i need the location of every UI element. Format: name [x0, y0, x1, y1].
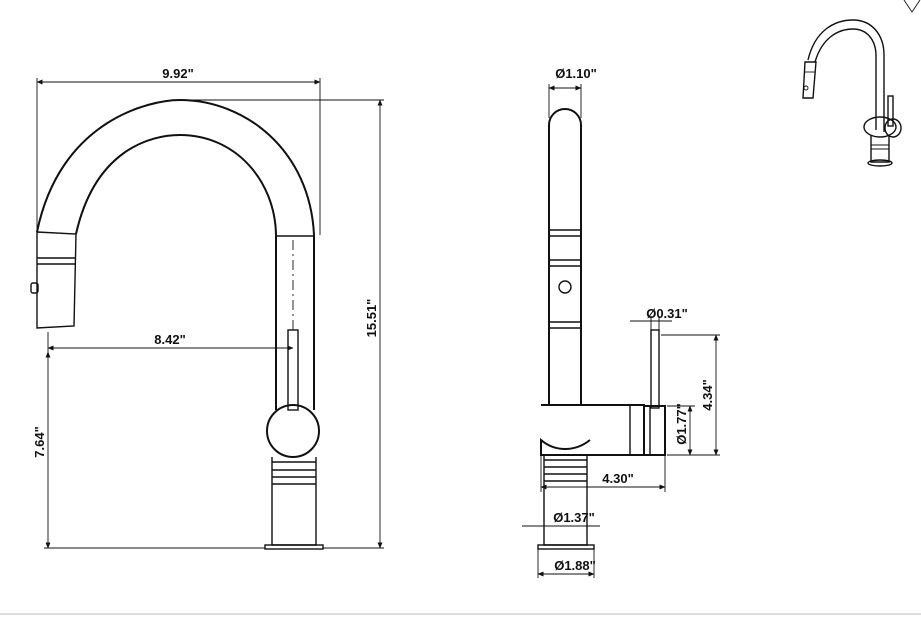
dimension-label-handle-dia: Ø0.31": [646, 306, 688, 321]
thumb-shank: [870, 135, 890, 163]
side-view: Ø1.10" Ø0.31" 4.34" Ø1.77" 4.30" Ø1.37" …: [522, 66, 720, 578]
thumb-spout-inner: [814, 28, 877, 130]
front-handle-hub: [266, 404, 320, 458]
front-spray-head: [36, 231, 77, 329]
faucet-thumbnail: [802, 19, 902, 167]
dimension-label-shank-dia: Ø1.37": [553, 510, 595, 525]
front-spout-outer: [36, 98, 315, 410]
front-spray-button: [30, 282, 39, 294]
dimension-label-spout-dia: Ø1.10": [555, 66, 597, 81]
dimension-label-reach: 8.42": [154, 332, 185, 347]
side-base-plate: [537, 544, 595, 550]
dimension-label-body-dia: Ø1.77": [674, 403, 689, 445]
side-spray-button: [558, 280, 572, 294]
dimension-label-body-depth: 4.30": [602, 471, 633, 486]
side-handle-cap: [643, 405, 666, 456]
side-spout-tube: [548, 108, 582, 405]
thumb-body: [863, 116, 897, 138]
thumb-spray-button: [803, 85, 809, 91]
front-handle-lever: [287, 329, 299, 411]
thumb-handle-cap: [884, 118, 902, 138]
thumb-spray-head: [802, 61, 817, 99]
side-shank: [543, 455, 588, 546]
thumb-spout: [807, 19, 885, 132]
front-base-plate: [264, 544, 324, 550]
side-body: [540, 404, 645, 456]
front-view: 9.92" 8.42" 15.51" 7.64": [30, 66, 384, 550]
dimension-label-width: 9.92": [162, 66, 193, 81]
thumb-handle: [887, 95, 894, 127]
dimension-label-spout-height: 7.64": [32, 426, 47, 457]
dimension-label-base-dia: Ø1.88": [554, 558, 596, 573]
dimension-label-handle-height: 4.34": [700, 379, 715, 410]
side-handle-lever: [650, 329, 660, 409]
dimension-label-height: 15.51": [364, 299, 379, 338]
corner-triangle-icon: [903, 0, 921, 13]
front-spout-inner: [75, 133, 277, 410]
thumb-base: [867, 159, 893, 167]
